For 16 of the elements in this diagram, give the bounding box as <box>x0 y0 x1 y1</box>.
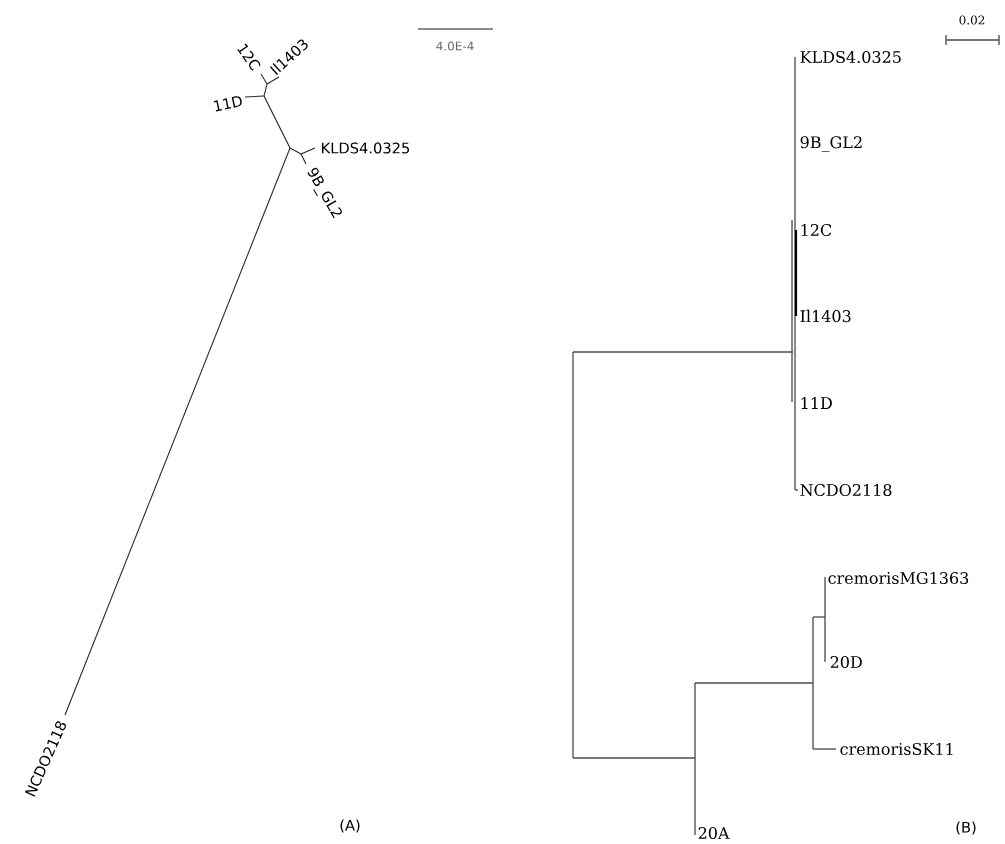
panel-label: (B) <box>956 821 976 835</box>
leaf-label: 20D <box>830 655 862 669</box>
panel-label: (A) <box>340 819 360 833</box>
leaf-label: cremorisSK11 <box>840 742 953 756</box>
leaf-label: 11D <box>801 397 832 409</box>
leaf-label: KLDS4.0325 <box>800 50 901 64</box>
leaf-label: 11D <box>213 96 242 112</box>
leaf-label: KLDS4.0325 <box>322 142 410 154</box>
scale-bar-label: 0.02 <box>959 15 985 25</box>
leaf-label: 12C <box>801 223 832 237</box>
scale-bar-label: 4.0E-4 <box>436 41 474 51</box>
leaf-label: NCDO2118 <box>800 483 892 497</box>
leaf-label: cremorisMG1363 <box>828 571 969 585</box>
leaf-label: 20A <box>698 826 730 840</box>
leaf-label: Il1403 <box>800 309 851 323</box>
leaf-label: 9B_GL2 <box>800 136 862 152</box>
